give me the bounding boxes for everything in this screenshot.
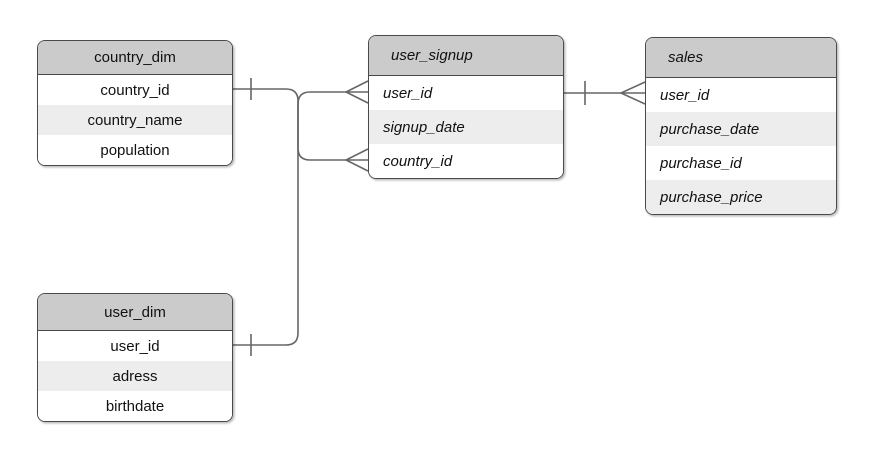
table-row[interactable]: purchase_price	[646, 180, 836, 214]
table-row[interactable]: purchase_id	[646, 146, 836, 180]
table-title: country_dim	[38, 41, 232, 75]
table-row[interactable]: purchase_date	[646, 112, 836, 146]
table-row[interactable]: user_id	[38, 331, 232, 361]
table-title: user_dim	[38, 294, 232, 331]
table-row[interactable]: country_id	[369, 144, 563, 178]
crows-foot-many-icon	[344, 80, 369, 104]
table-row[interactable]: adress	[38, 361, 232, 391]
table-row[interactable]: country_id	[38, 75, 232, 105]
table-title: user_signup	[369, 36, 563, 76]
relationship-connector-line[interactable]	[233, 88, 368, 161]
crows-foot-many-icon	[344, 148, 369, 172]
table-title: sales	[646, 38, 836, 78]
table-row[interactable]: user_id	[369, 76, 563, 110]
relationship-connector-line[interactable]	[233, 91, 368, 346]
table-row[interactable]: signup_date	[369, 110, 563, 144]
crows-foot-many-icon	[619, 81, 646, 105]
relationship-usersignup-sales[interactable]	[564, 81, 646, 105]
table-row[interactable]: birthdate	[38, 391, 232, 421]
table-row[interactable]: country_name	[38, 105, 232, 135]
table-row[interactable]: population	[38, 135, 232, 165]
relationship-userdim-usersignup[interactable]	[233, 80, 369, 356]
table-row[interactable]: user_id	[646, 78, 836, 112]
